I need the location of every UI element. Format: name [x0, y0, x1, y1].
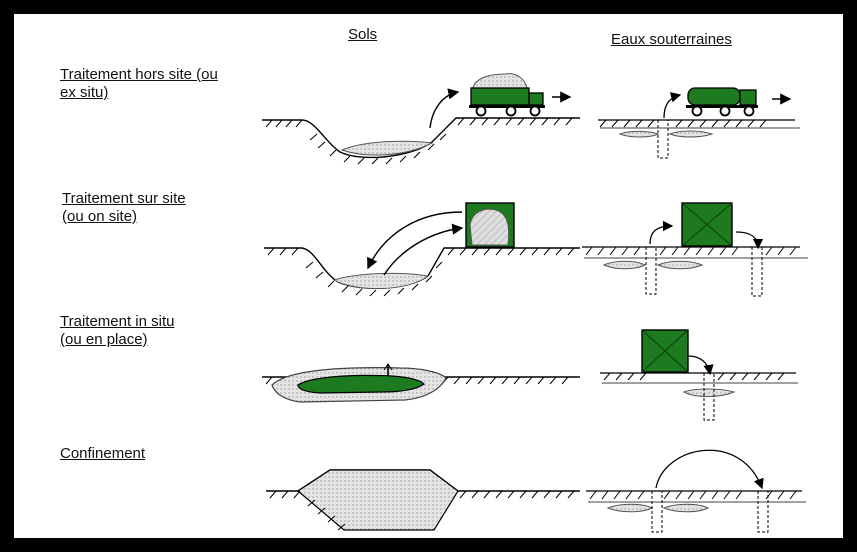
row-label-in-situ-line2: (ou en place) [60, 331, 148, 348]
row-label-sur-site-line2: (ou on site) [62, 208, 138, 225]
water-treatment-unit [681, 202, 733, 247]
row-label-sur-site-line1: Traitement sur site [62, 190, 186, 207]
row-label-hors-site: Traitement hors site (ou ex situ) [60, 66, 218, 102]
in-situ-treatment-unit [641, 329, 689, 373]
truck-soil-icon [469, 73, 572, 117]
sols-hors-site-scene [262, 88, 580, 165]
column-header-sols: Sols [348, 26, 378, 43]
tanker-truck-icon [686, 87, 792, 117]
onsite-treatment-unit [465, 202, 515, 248]
row-label-sur-site: Traitement sur site (ou on site) [62, 190, 186, 226]
row-label-in-situ: Traitement in situ (ou en place) [60, 313, 175, 349]
row-label-in-situ-line1: Traitement in situ [60, 313, 175, 330]
row-label-hors-site-line2: ex situ) [60, 84, 109, 101]
row-label-hors-site-line1: Traitement hors site (ou [60, 66, 218, 83]
row-label-confinement: Confinement [60, 445, 145, 463]
row-label-confinement-line1: Confinement [60, 445, 146, 462]
sols-in-situ-scene [262, 363, 580, 403]
sols-sur-site-scene [264, 211, 580, 297]
eaux-in-situ-scene [600, 355, 798, 421]
column-header-eaux-souterraines: Eaux souterraines [611, 31, 732, 48]
eaux-confinement-scene [586, 449, 806, 533]
eaux-sur-site-scene [582, 220, 808, 297]
eaux-hors-site-scene [598, 92, 800, 159]
sols-confinement-scene [266, 469, 580, 531]
